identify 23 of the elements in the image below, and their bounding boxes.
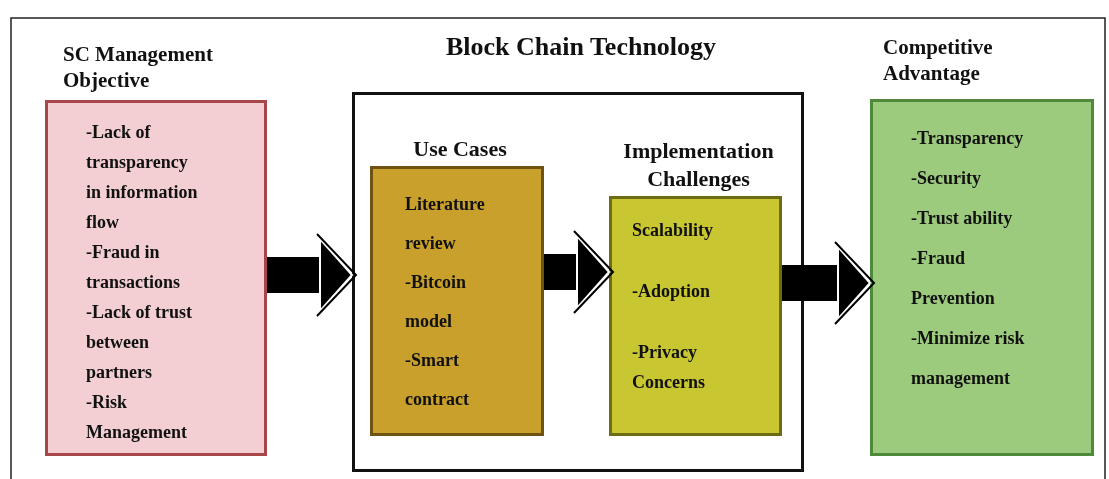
heading: SC Management Objective [63,41,214,94]
list-item: -Lack of transparency in information flow [86,121,199,234]
list-item: -Fraud Prevention [911,247,996,310]
heading: Block Chain Technology [444,31,718,63]
block-arrow [267,233,357,317]
heading: Implementation Challenges [622,137,775,192]
list-item: Scalability [632,219,714,242]
heading: Competitive Advantage [883,34,994,87]
list-item: -Security [911,167,982,190]
list-item: -Fraud in transactions [86,241,181,294]
block-arrow [544,230,614,314]
list-item: -Trust ability [911,207,1014,230]
heading: Use Cases [412,135,508,163]
list-item: -Risk Management [86,391,188,444]
list-item: -Smart contract [405,349,470,411]
list-item: -Minimize risk management [911,327,1026,390]
list-item: Literature review [405,193,486,255]
list-item: -Lack of trust between partners [86,301,193,384]
list-item: -Bitcoin model [405,271,467,333]
list-item: -Adoption [632,280,712,303]
list-item: -Transparency [911,127,1025,150]
block-arrow [782,241,875,325]
list-item: -Privacy Concerns [632,341,706,394]
